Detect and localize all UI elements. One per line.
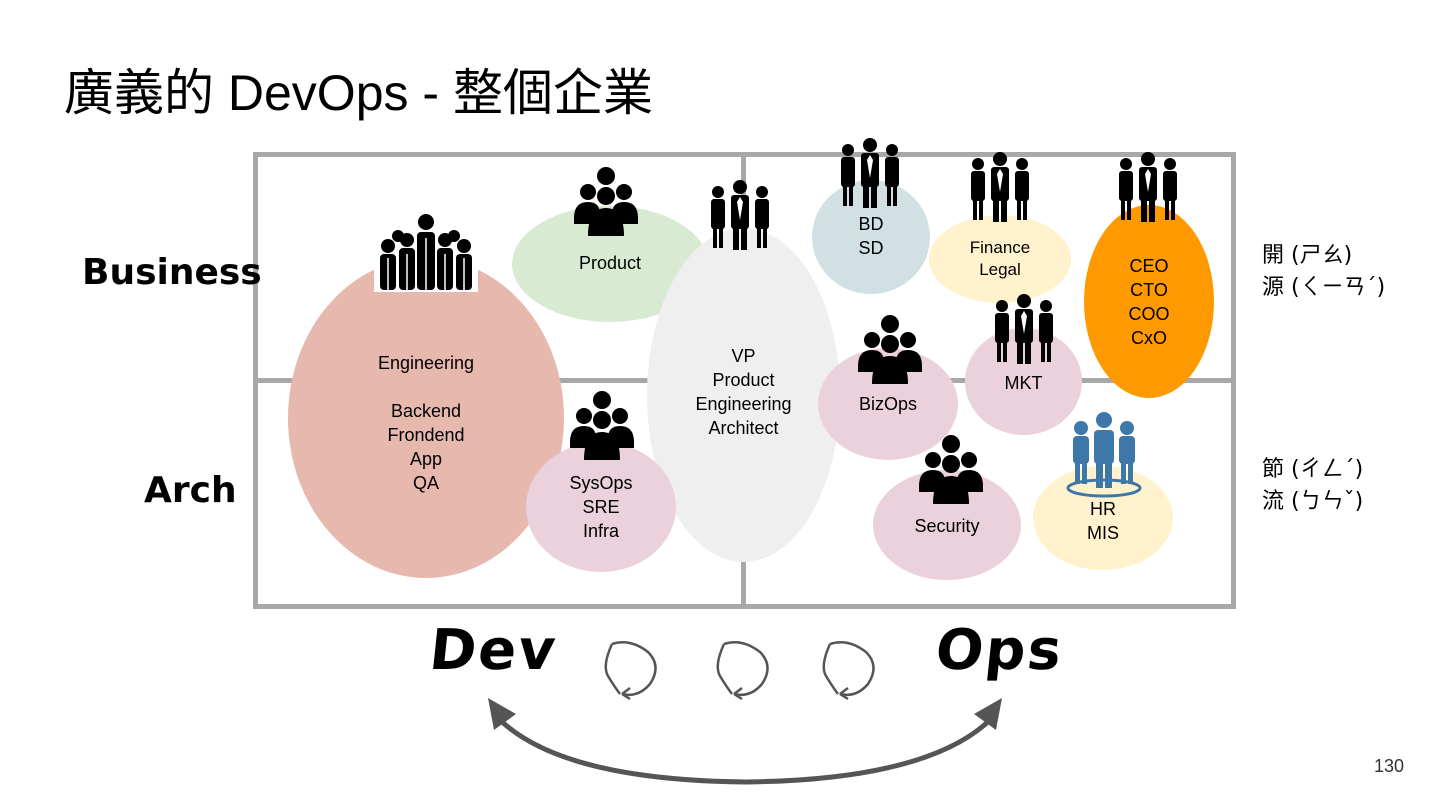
side-note-line: 節 (ㄔㄥˊ) — [1262, 457, 1364, 482]
business-people-icon — [841, 138, 899, 208]
sysops-group-label: SysOps SRE Infra — [569, 473, 633, 541]
engineering-group-label: Engineering Backend Frondend App QA — [377, 353, 475, 493]
engineering-group: Engineering Backend Frondend App QA — [288, 258, 564, 578]
side-note-line: 開 (ㄕㄠ) — [1262, 243, 1353, 268]
hr-group-label: HR MIS — [1086, 499, 1119, 543]
side-note-line: 流 (ㄅㄣˇ) — [1262, 489, 1364, 514]
security-group-label: Security — [914, 516, 980, 536]
team-icon — [919, 435, 983, 504]
dev-label: Dev — [426, 618, 561, 683]
side-note-cost-saving: 節 (ㄔㄥˊ) 流 (ㄅㄣˇ) — [1262, 454, 1363, 518]
hr-team-icon — [1066, 412, 1142, 498]
double-arrow-icon — [488, 698, 1002, 785]
business-people-icon — [711, 180, 769, 250]
mkt-group: MKT — [965, 328, 1082, 435]
bizops-group-label: BizOps — [858, 394, 918, 414]
loop-arrow-icon — [604, 641, 657, 701]
business-people-icon — [995, 294, 1053, 364]
product-group-label: Product — [578, 253, 642, 273]
loop-arrow-icon — [822, 641, 875, 701]
finance-group: Finance Legal — [929, 215, 1071, 303]
side-note-line: 源 (ㄑㄧㄢˊ) — [1262, 275, 1386, 300]
mkt-group-label: MKT — [1004, 372, 1043, 393]
row-label-business: Business — [82, 252, 262, 293]
bizops-group: BizOps — [818, 348, 958, 460]
team-icon — [570, 391, 634, 460]
business-people-icon — [971, 152, 1029, 222]
ceo-group: CEO CTO COO CxO — [1084, 205, 1214, 398]
team-icon — [574, 167, 638, 236]
team-icon — [858, 315, 922, 384]
ops-label: Ops — [932, 618, 1067, 683]
page-title: 廣義的 DevOps - 整個企業 — [64, 65, 653, 121]
bd-group-label: BD SD — [858, 214, 884, 258]
sysops-group: SysOps SRE Infra — [526, 442, 676, 572]
vp-group-label: VP Product Engineering Architect — [695, 346, 792, 438]
crowd-icon — [374, 214, 478, 292]
row-label-arch: Arch — [144, 470, 237, 511]
page-number: 130 — [1374, 756, 1405, 776]
loop-arrow-icon — [716, 641, 769, 701]
finance-group-label: Finance Legal — [969, 238, 1031, 279]
business-people-icon — [1119, 152, 1177, 222]
side-note-open-source: 開 (ㄕㄠ) 源 (ㄑㄧㄢˊ) — [1262, 240, 1385, 304]
vp-group: VP Product Engineering Architect — [647, 228, 840, 562]
ceo-group-label: CEO CTO COO CxO — [1128, 255, 1170, 348]
